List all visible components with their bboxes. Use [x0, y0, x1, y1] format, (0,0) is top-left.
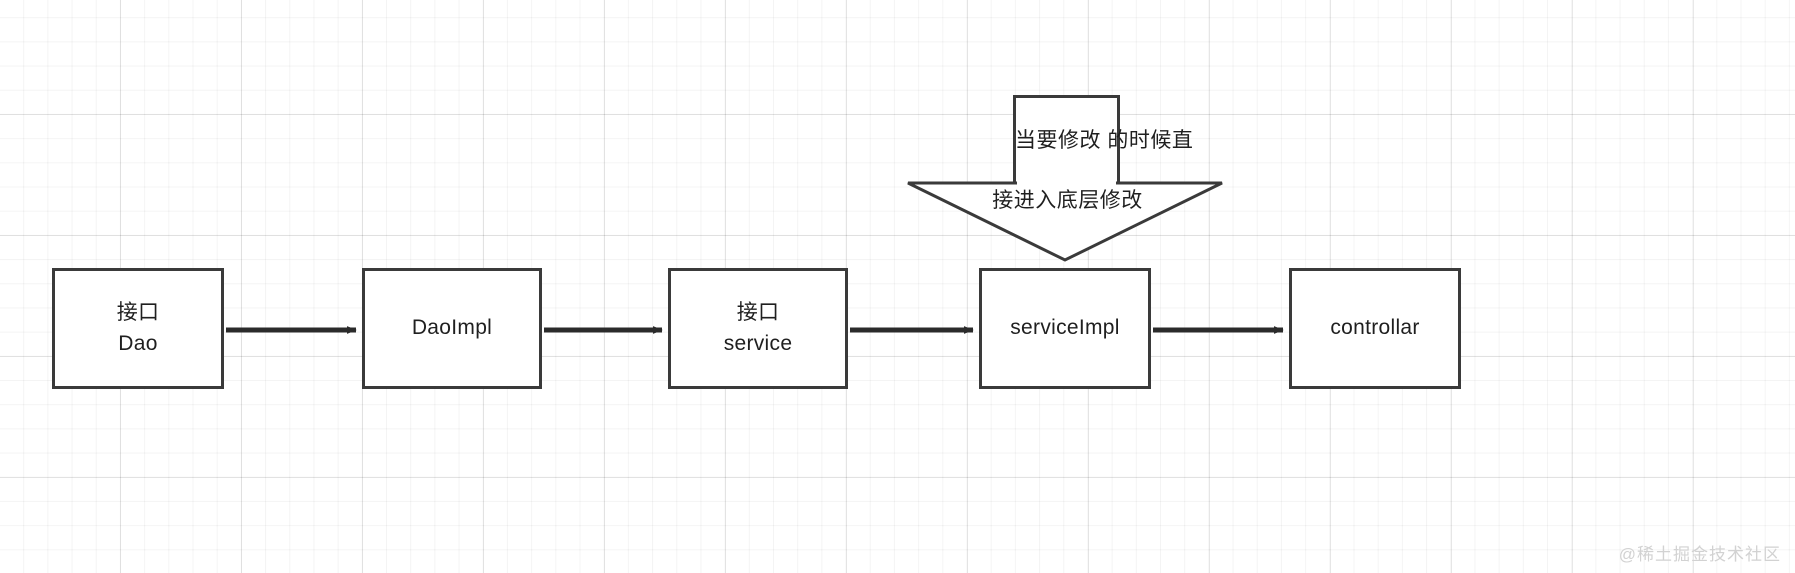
node-dao[interactable]: 接口 Dao [52, 268, 224, 389]
node-daoimpl[interactable]: DaoImpl [362, 268, 542, 389]
node-dao-line-2: Dao [118, 331, 158, 355]
node-service-line-2: service [723, 331, 793, 355]
callout-line-1: 当要修改 [1015, 129, 1101, 152]
node-service[interactable]: 接口 service [668, 268, 848, 389]
node-serviceimpl-label: serviceImpl [1010, 316, 1120, 340]
node-service-line-1: 接口 [736, 301, 780, 325]
node-daoimpl-label: DaoImpl [411, 316, 493, 340]
watermark: @稀土掘金技术社区 [1618, 545, 1781, 564]
callout-seam-cover [1017, 180, 1116, 186]
node-controllar[interactable]: controllar [1289, 268, 1461, 389]
node-dao-line-1: 接口 [116, 301, 160, 325]
callout-text-line3: 接进入底层修改 [985, 186, 1150, 216]
callout-text-block: 当要修改 的时候直 [1015, 126, 1193, 156]
callout-stem-rect [1013, 95, 1120, 194]
node-controllar-label: controllar [1330, 316, 1420, 340]
node-serviceimpl[interactable]: serviceImpl [979, 268, 1151, 389]
callout-line-3: 接进入底层修改 [992, 189, 1143, 212]
callout-line-2: 的时候直 [1107, 129, 1194, 152]
